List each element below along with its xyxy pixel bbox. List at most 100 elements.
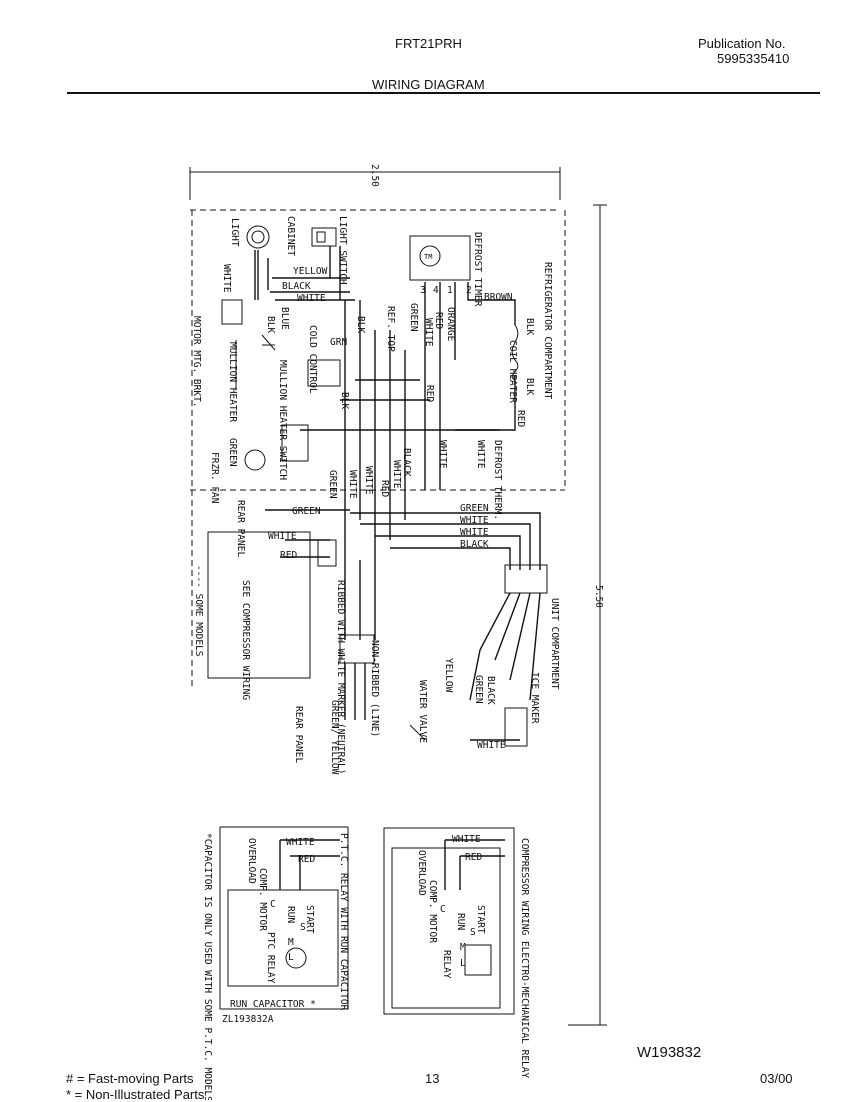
wire-label-white-2: WHITE [437,440,448,469]
em-run: RUN [455,913,466,930]
legend-fast-moving: # = Fast-moving Parts [66,1071,194,1086]
wire-label-red-2: RED [424,385,435,402]
ptc-run-capacitor: RUN CAPACITOR * [230,999,316,1010]
wire-label-white-rp: WHITE [268,531,297,542]
label-green-yellow: GREEN/ YELLOW [329,700,340,775]
wire-label-white-h2: WHITE [460,527,489,538]
cold-control-icon [307,359,341,387]
publication-label: Publication No. [698,36,786,51]
relay-connector-icon [317,539,337,567]
wire-label-orange: ORANGE [445,307,456,342]
label-light-switch: LIGHT SWITCH [337,216,348,285]
wire-label-red-rp: RED [280,550,297,561]
wire-cord-out [344,663,366,720]
em-start: START [475,905,486,934]
page-number: 13 [425,1071,440,1086]
ptc-code: ZL193832A [222,1014,274,1025]
wire-label-yellow: YELLOW [293,266,328,277]
wire-label-yellow-im: YELLOW [443,658,454,693]
em-title: COMPRESSOR WIRING ELECTRO-MECHANICAL REL… [519,838,530,1078]
label-unit-compartment: UNIT COMPARTMENT [549,598,560,690]
ptc-relay: PTC RELAY [265,932,276,984]
terminal-4: 4 [433,285,439,296]
wire-label-brown: BROWN [484,292,513,303]
wire-label-grn: GRN [330,337,347,348]
light-switch-icon [311,227,337,247]
em-relay-coil-icon [464,944,492,976]
label-mullion-heater-switch: MULLION HEATER SWITCH [277,360,288,480]
em-red: RED [465,852,482,863]
fan-motor-icon [244,449,266,471]
wire-label-black: BLACK [282,281,311,292]
date-code: 03/00 [760,1071,793,1086]
ptc-start: START [304,905,315,934]
model-number: FRT21PRH [395,36,462,51]
wire-label-blk: BLK [265,316,276,333]
wire-harness-unit [350,512,541,570]
label-see-compressor: SEE COMPRESSOR WIRING [240,580,251,700]
wire-label-blk-2: BLK [524,378,535,395]
em-overload: OVERLOAD [416,850,427,896]
wire-label-red: RED [433,312,444,329]
ice-maker-icon [504,707,528,747]
switch-rocker [316,231,326,243]
terminal-1: 1 [447,285,453,296]
timer-motor-icon [419,245,441,267]
ptc-box-inner [227,889,339,987]
ptc-box-outer [219,826,349,1010]
wire-label-black-trunk: BLACK [401,448,412,477]
label-refrigerator-compartment: REFRIGERATOR COMPARTMENT [542,262,553,400]
ptc-m: M [288,937,294,948]
switch-icon [261,334,276,351]
wire-label-green-rp: GREEN [292,506,321,517]
em-m: M [460,942,466,953]
wire-label-white-trunk: WHITE [347,470,358,499]
label-cold-control: COLD CONTROL [307,325,318,394]
wire-bundle-timer [424,282,516,490]
wire-label-blk: BLK [524,318,535,335]
defrost-timer-box [409,235,471,281]
wire-cord [344,520,376,640]
wire-bundle-top [254,246,355,301]
label-coil-heater: COIL HEATER [507,340,518,403]
label-rear-panel: REAR PANEL [235,500,246,557]
em-l: L [460,958,466,969]
ptc-note: *CAPACITOR IS ONLY USED WITH SOME P.T.C.… [202,833,213,1100]
em-wires [444,839,505,890]
ptc-c: C [270,899,276,910]
em-relay: RELAY [441,950,452,979]
light-bulb-inner [251,230,265,244]
label-water-valve: WATER VALVE [417,680,428,743]
em-box-inner [391,847,501,1009]
em-comp-motor: COMP. MOTOR [427,880,438,943]
wire-label-green-trunk: GREEN [327,470,338,499]
wire-label-green-h: GREEN [460,503,489,514]
ptc-overload: OVERLOAD [246,838,257,884]
label-ref-top: REF. TOP [385,306,396,352]
water-valve-icon [409,724,426,741]
ptc-title: P.T.C. RELAY WITH RUN CAPACITOR [338,833,349,1011]
wire-label-white-vertical: WHITE [221,264,232,293]
label-non-ribbed: NON-RIBBED (LINE) [369,640,380,737]
page-title: WIRING DIAGRAM [372,77,485,92]
wire-label-black-h: BLACK [460,539,489,550]
em-box-outer [383,827,515,1015]
wire-label-red: RED [515,410,526,427]
label-some-models: ---- SOME MODELS [193,565,204,657]
label-tm: TM [424,253,432,261]
wire-label-green-fan: GREEN [227,438,238,467]
ptc-white: WHITE [286,837,315,848]
wire-label-white-h: WHITE [460,515,489,526]
label-light: LIGHT [229,218,240,247]
wire-label-black-im: BLACK [485,676,496,705]
unit-connector-icon [504,564,548,594]
label-cabinet: CABINET [285,216,296,256]
ptc-l: L [288,952,294,963]
light-bulb-icon [246,225,270,249]
coil-heater-icon [511,324,519,381]
wire-unit-out [469,592,541,701]
terminal-2: 2 [466,285,472,296]
ptc-red: RED [298,854,315,865]
dimension-top-label: 2.50 [369,164,380,187]
